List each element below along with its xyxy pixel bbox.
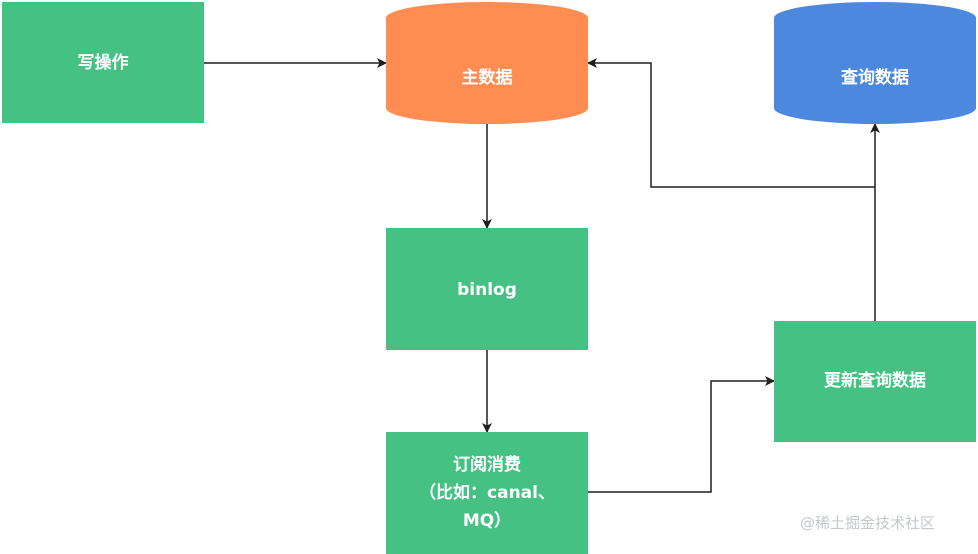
edge-subscribe-to-update	[588, 376, 775, 493]
write-operation-node: 写操作	[2, 2, 204, 123]
subscribe-consume-node: 订阅消费 （比如：canal、 MQ）	[386, 432, 588, 554]
edge-update-to-master	[587, 58, 875, 188]
master-data-cylinder: 主数据	[386, 2, 588, 124]
query-data-label: 查询数据	[840, 67, 909, 88]
binlog-label: binlog	[457, 280, 517, 300]
update-query-data-label: 更新查询数据	[824, 370, 926, 391]
binlog-node: binlog	[386, 228, 588, 350]
subscribe-label-line2: （比如：canal、	[419, 482, 555, 503]
watermark: @稀土掘金技术社区	[800, 514, 936, 532]
master-data-label: 主数据	[462, 67, 513, 88]
subscribe-label-line1: 订阅消费	[453, 454, 521, 475]
update-query-data-node: 更新查询数据	[774, 321, 976, 442]
subscribe-label-line3: MQ）	[463, 510, 511, 531]
query-data-cylinder: 查询数据	[774, 2, 976, 124]
write-operation-label: 写操作	[78, 52, 129, 73]
